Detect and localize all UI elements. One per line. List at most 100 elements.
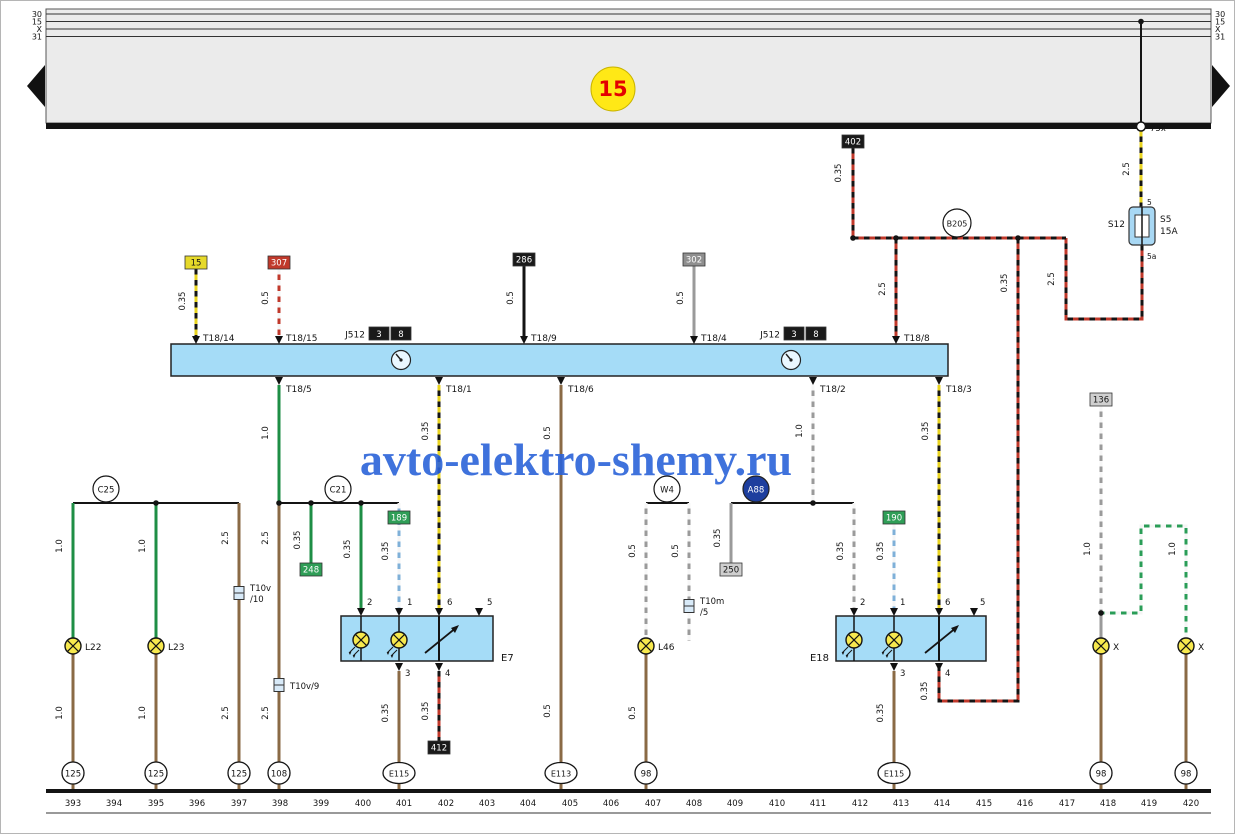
relay-pin3-label: 3 bbox=[376, 330, 381, 340]
wire-gauge-label: 0.35 bbox=[876, 704, 886, 723]
junction-dot bbox=[276, 500, 282, 506]
track-number: 410 bbox=[769, 799, 785, 809]
track-number: 419 bbox=[1141, 799, 1157, 809]
terminal-label-t18-15: T18/15 bbox=[285, 334, 317, 344]
wire-gauge-label: 0.5 bbox=[628, 706, 638, 720]
wire-gauge-labels: 2.5 2.5 2.5 0.35 0.35 0.35 0.5 0.5 0.5 1… bbox=[55, 162, 1178, 722]
ground-label: 108 bbox=[271, 770, 287, 780]
ground-label: 125 bbox=[148, 770, 164, 780]
ground-ellipse bbox=[382, 761, 416, 785]
track-ruler: 393 394 395 396 397 398 399 400 401 402 … bbox=[46, 789, 1211, 814]
junction-dot bbox=[1138, 18, 1144, 25]
track-number: 414 bbox=[934, 799, 950, 809]
wire-gauge-label: 2.5 bbox=[221, 531, 231, 545]
code-box-307 bbox=[267, 255, 291, 270]
code-box-136 bbox=[1089, 392, 1113, 407]
pin-arrow-icon bbox=[935, 663, 943, 671]
track-number: 395 bbox=[148, 799, 164, 809]
terminal-arrow-icon bbox=[892, 336, 900, 344]
bulbs: L22 L23 L46 X X bbox=[64, 637, 1204, 655]
code-box-302 bbox=[682, 252, 706, 267]
junction-w4-label: W4 bbox=[660, 486, 674, 496]
relay-pin8-label: 8 bbox=[398, 330, 403, 340]
junction-c21-icon bbox=[324, 475, 352, 503]
track-number: 408 bbox=[686, 799, 702, 809]
bulb-l46-icon bbox=[637, 637, 655, 655]
track-number: 417 bbox=[1059, 799, 1075, 809]
rheostat-arrow-icon bbox=[424, 626, 458, 654]
junction-b205-label: B205 bbox=[947, 220, 968, 229]
plug-t10m5-pin-label: /5 bbox=[700, 608, 708, 618]
track-number: 418 bbox=[1100, 799, 1116, 809]
ground-label: 98 bbox=[1096, 770, 1107, 780]
junction-dot bbox=[850, 235, 856, 241]
pin-arrow-icon bbox=[850, 608, 858, 616]
fuse-id-label: S12 bbox=[1108, 220, 1125, 230]
wires bbox=[71, 21, 1188, 789]
pin-arrow-icon bbox=[395, 608, 403, 616]
wire-gauge-label: 1.0 bbox=[55, 706, 65, 720]
ground-label: E113 bbox=[551, 770, 571, 779]
code-label-402: 402 bbox=[845, 138, 861, 148]
terminal-label-t18-2: T18/2 bbox=[819, 385, 846, 395]
wire-gauge-label: 2.5 bbox=[261, 706, 271, 720]
e18-label: E18 bbox=[810, 653, 829, 664]
terminal-label-t18-8: T18/8 bbox=[903, 334, 930, 344]
wire-gauge-label: 0.5 bbox=[543, 704, 553, 718]
junction-dot bbox=[1015, 235, 1021, 241]
pin-arrow-icon bbox=[435, 608, 443, 616]
ground-label: E115 bbox=[389, 770, 409, 779]
wire-gauge-label: 0.35 bbox=[343, 540, 353, 559]
ground-circle bbox=[61, 761, 85, 785]
wire-fuse-output-stripe bbox=[1064, 238, 1144, 321]
track-number: 393 bbox=[65, 799, 81, 809]
terminal-label-t18-4: T18/4 bbox=[700, 334, 727, 344]
ground-circle bbox=[144, 761, 168, 785]
track-number: 400 bbox=[355, 799, 371, 809]
track-number: 411 bbox=[810, 799, 826, 809]
terminal-label-t18-9: T18/9 bbox=[530, 334, 557, 344]
terminal-arrow-icon bbox=[275, 377, 283, 385]
code-box-250 bbox=[719, 562, 743, 577]
track-number: 405 bbox=[562, 799, 578, 809]
track-number: 401 bbox=[396, 799, 412, 809]
pin-arrow-icon bbox=[935, 608, 943, 616]
relay-label-j512-right: J512 bbox=[759, 331, 780, 341]
plug-t10m-icon bbox=[683, 599, 695, 613]
wire-gauge-label: 0.5 bbox=[543, 426, 553, 440]
junction-dot bbox=[893, 235, 899, 241]
wire-gauge-label: 1.0 bbox=[1168, 542, 1178, 556]
fuse-branch: 75x 5 S12 S5 15A 5a bbox=[1108, 121, 1178, 261]
ground-label: 98 bbox=[641, 770, 652, 780]
code-box-286 bbox=[512, 252, 536, 267]
junction-dot bbox=[308, 500, 314, 506]
relay-pin3-label: 3 bbox=[791, 330, 796, 340]
wire-gauge-label: 0.35 bbox=[293, 531, 303, 550]
page-arrow-right-icon bbox=[1212, 65, 1230, 107]
ground-circle bbox=[227, 761, 251, 785]
wire-gauge-label: 0.35 bbox=[421, 422, 431, 441]
terminal-label-t18-3: T18/3 bbox=[945, 385, 972, 395]
code-label-189: 189 bbox=[391, 514, 407, 524]
code-label-248: 248 bbox=[303, 566, 319, 576]
code-box-189 bbox=[387, 510, 411, 525]
wire-e18-pin4-stripe bbox=[937, 238, 1020, 703]
watermark: avto-elektro-shemy.ru bbox=[360, 434, 792, 485]
circuit-badge bbox=[590, 66, 636, 112]
code-label-307: 307 bbox=[271, 259, 287, 269]
wire-gauge-label: 2.5 bbox=[878, 282, 888, 296]
plug-t10v10-icon bbox=[233, 586, 245, 600]
code-label-250: 250 bbox=[723, 566, 739, 576]
rheostat-arrowhead bbox=[451, 625, 459, 633]
bulb-x2-label: X bbox=[1198, 643, 1204, 653]
e7-pin6-label: 6 bbox=[447, 598, 452, 608]
relay-pin8-box bbox=[390, 326, 412, 341]
wire-gauge-label: 0.35 bbox=[1000, 274, 1010, 293]
code-box-412 bbox=[427, 740, 451, 755]
bulb-l46-label: L46 bbox=[658, 643, 675, 653]
junction-b205-icon bbox=[942, 208, 972, 238]
ground-ellipse bbox=[877, 761, 911, 785]
wire-fuse-output bbox=[1064, 238, 1144, 321]
track-number: 398 bbox=[272, 799, 288, 809]
e7-label: E7 bbox=[501, 653, 514, 664]
